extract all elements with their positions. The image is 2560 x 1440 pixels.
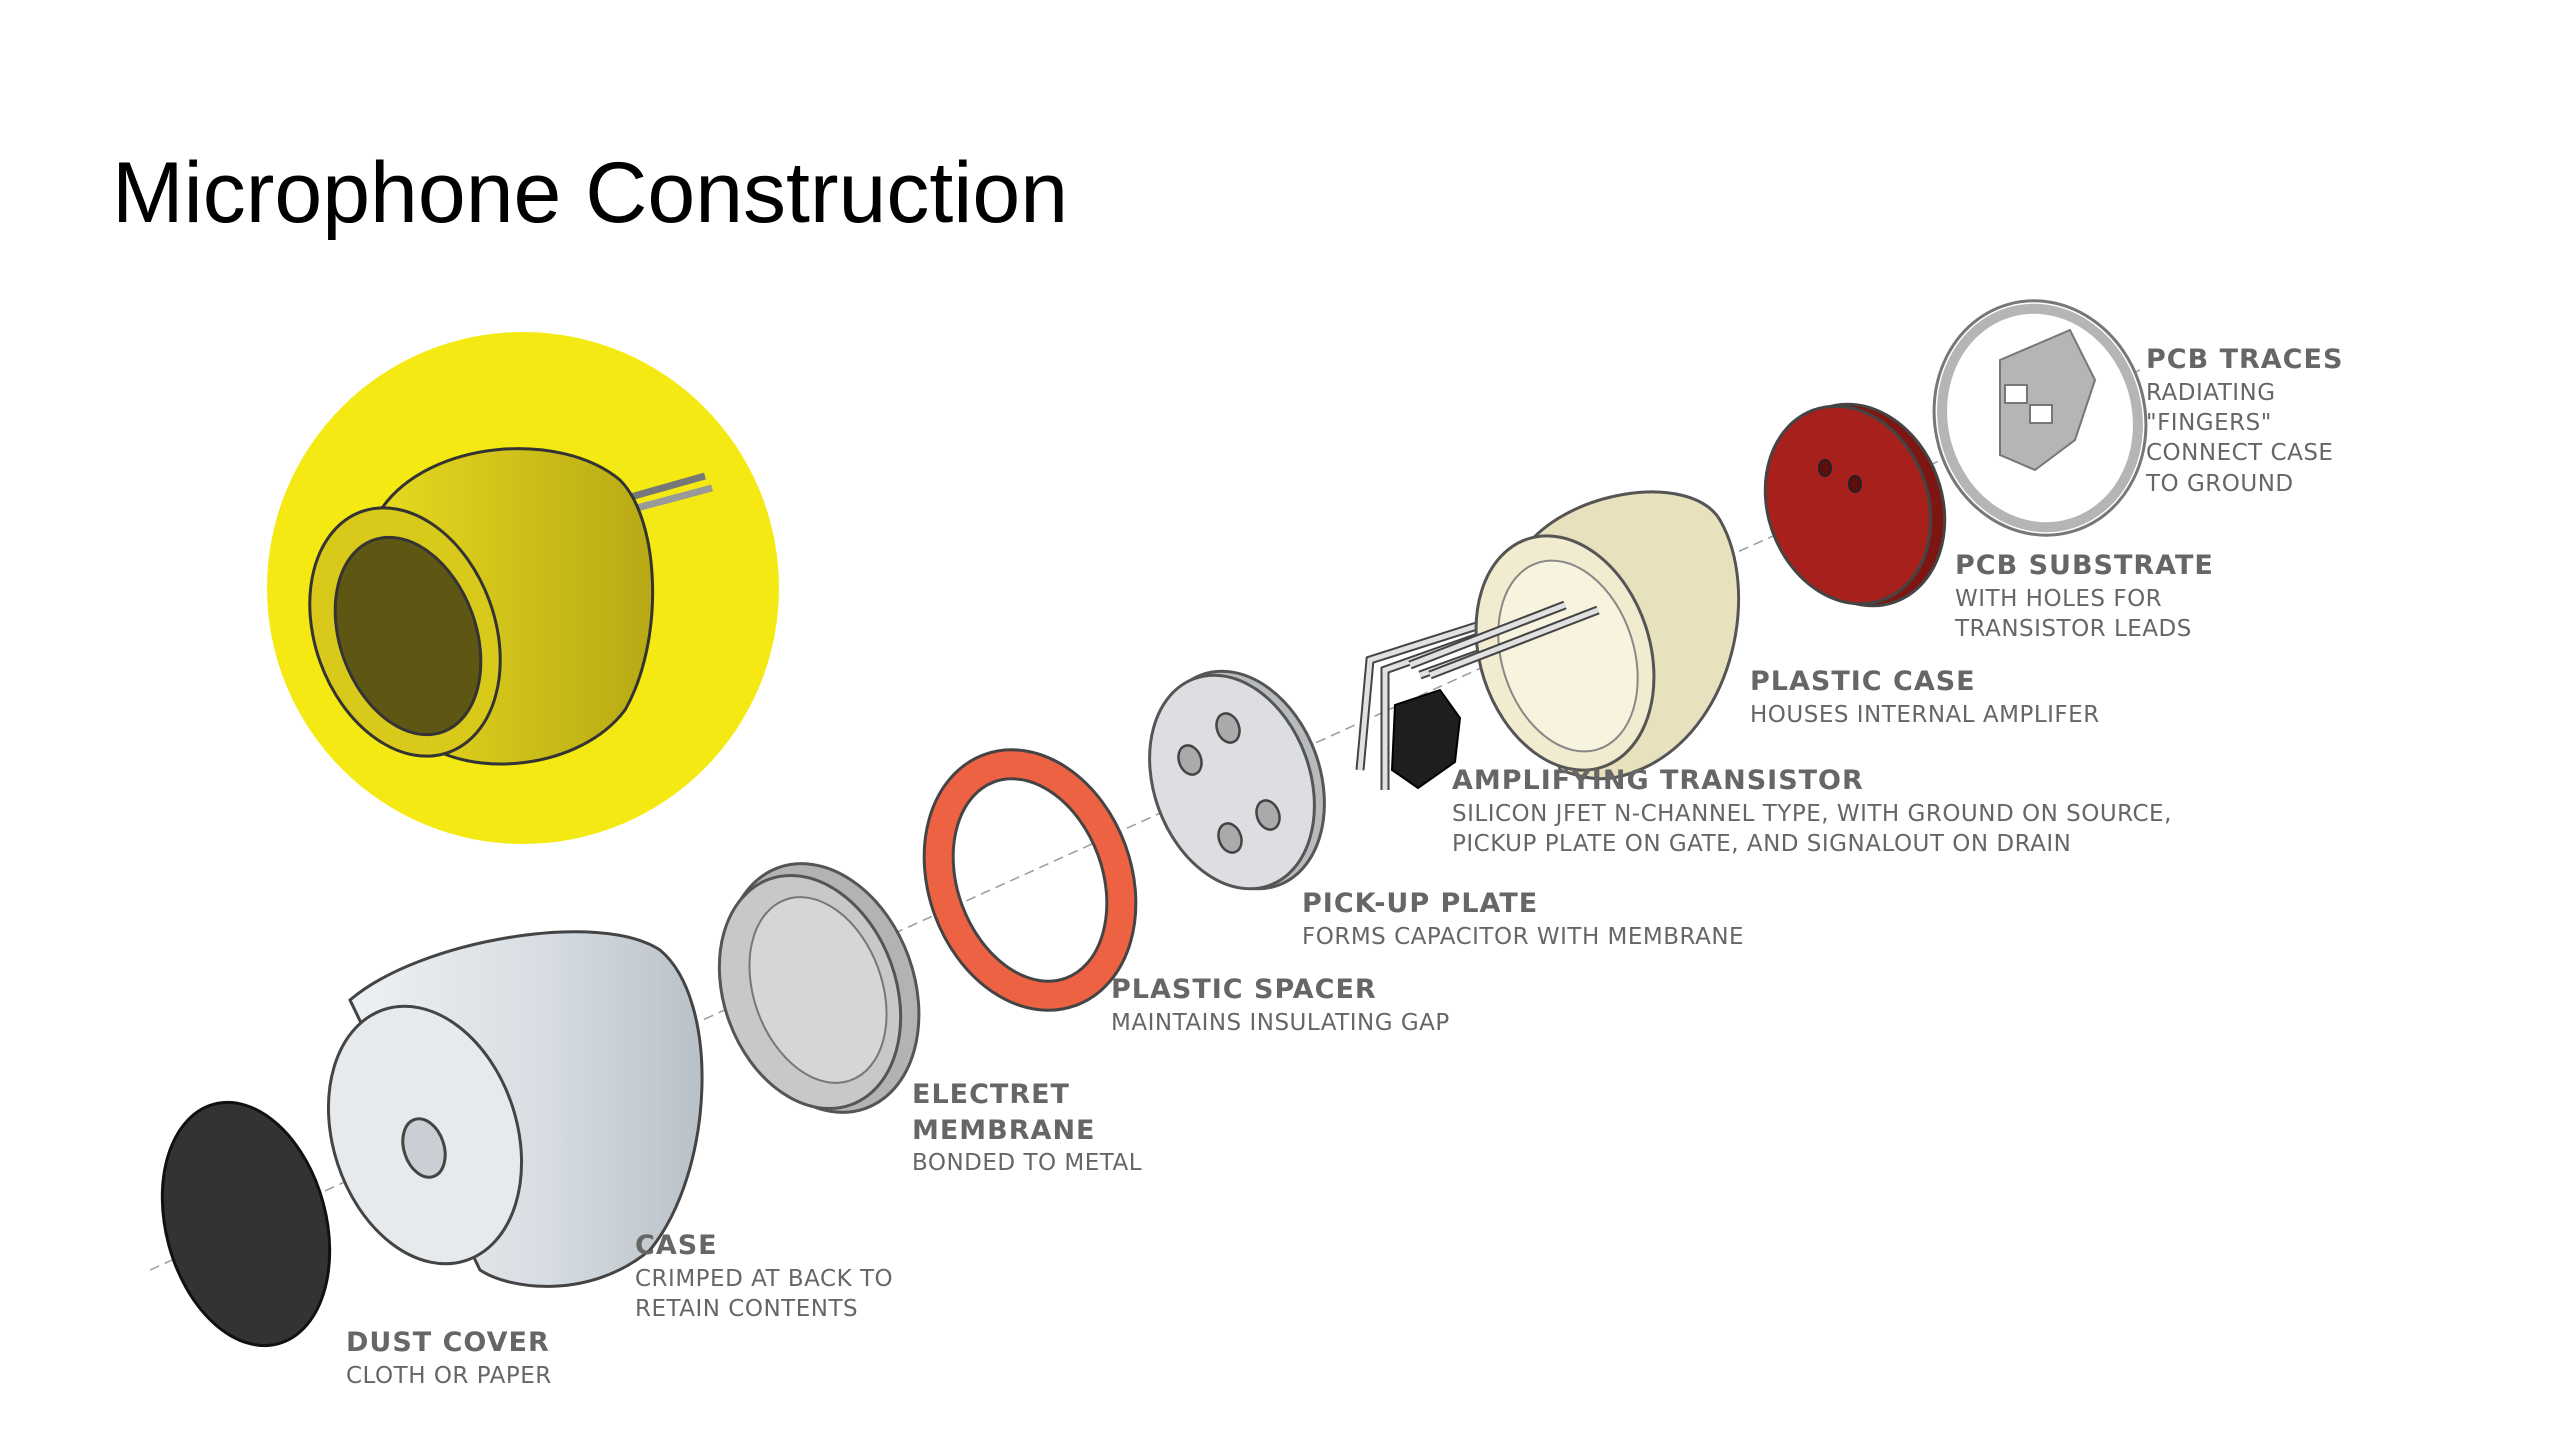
label-case: CASE CRIMPED AT BACK TO RETAIN CONTENTS <box>635 1228 893 1324</box>
component-name: AMPLIFYING TRANSISTOR <box>1452 765 1864 796</box>
label-electret-membrane: ELECTRET MEMBRANE BONDED TO METAL <box>912 1077 1142 1179</box>
component-description: MAINTAINS INSULATING GAP <box>1111 1009 1450 1036</box>
component-name: PCB SUBSTRATE <box>1955 550 2214 581</box>
assembled-capsule-illustration <box>267 332 779 844</box>
component-name: DUST COVER <box>346 1327 550 1358</box>
slide-title: Microphone Construction <box>112 145 1069 241</box>
component-name: PCB TRACES <box>2146 344 2344 375</box>
plastic-spacer-ring <box>922 748 1138 1012</box>
label-pcb-substrate: PCB SUBSTRATE WITH HOLES FOR TRANSISTOR … <box>1955 548 2214 644</box>
component-description: BONDED TO METAL <box>912 1150 1143 1177</box>
label-dust-cover: DUST COVER CLOTH OR PAPER <box>346 1325 552 1391</box>
component-description: WITH HOLES FOR TRANSISTOR LEADS <box>1955 585 2192 642</box>
component-description: FORMS CAPACITOR WITH MEMBRANE <box>1302 923 1745 950</box>
assembly-axis-line <box>149 369 2141 1271</box>
component-description: HOUSES INTERNAL AMPLIFER <box>1750 701 2100 728</box>
component-name: CASE <box>635 1230 718 1261</box>
electret-membrane-disc <box>717 862 921 1114</box>
pick-up-plate-disc <box>1148 669 1326 891</box>
component-description: CRIMPED AT BACK TO RETAIN CONTENTS <box>635 1265 894 1322</box>
component-name: ELECTRET MEMBRANE <box>912 1079 1096 1146</box>
metal-case <box>326 930 704 1288</box>
label-plastic-spacer: PLASTIC SPACER MAINTAINS INSULATING GAP <box>1111 972 1450 1038</box>
label-plastic-case: PLASTIC CASE HOUSES INTERNAL AMPLIFER <box>1750 664 2100 730</box>
pcb-traces-disc <box>1932 299 2148 537</box>
component-description: RADIATING "FINGERS" CONNECT CASE TO GROU… <box>2146 379 2334 497</box>
component-description: CLOTH OR PAPER <box>346 1362 552 1389</box>
component-name: PICK-UP PLATE <box>1302 888 1539 919</box>
component-description: SILICON JFET N-CHANNEL TYPE, WITH GROUND… <box>1452 800 2172 857</box>
plastic-case-cup <box>1408 490 1741 781</box>
dust-cover-disc <box>160 1100 332 1348</box>
label-amplifying-transistor: AMPLIFYING TRANSISTOR SILICON JFET N-CHA… <box>1452 763 2172 859</box>
label-pcb-traces: PCB TRACES RADIATING "FINGERS" CONNECT C… <box>2146 342 2343 499</box>
pcb-substrate-disc <box>1763 402 1947 608</box>
component-name: PLASTIC SPACER <box>1111 974 1377 1005</box>
component-name: PLASTIC CASE <box>1750 666 1976 697</box>
label-pick-up-plate: PICK-UP PLATE FORMS CAPACITOR WITH MEMBR… <box>1302 886 1744 952</box>
